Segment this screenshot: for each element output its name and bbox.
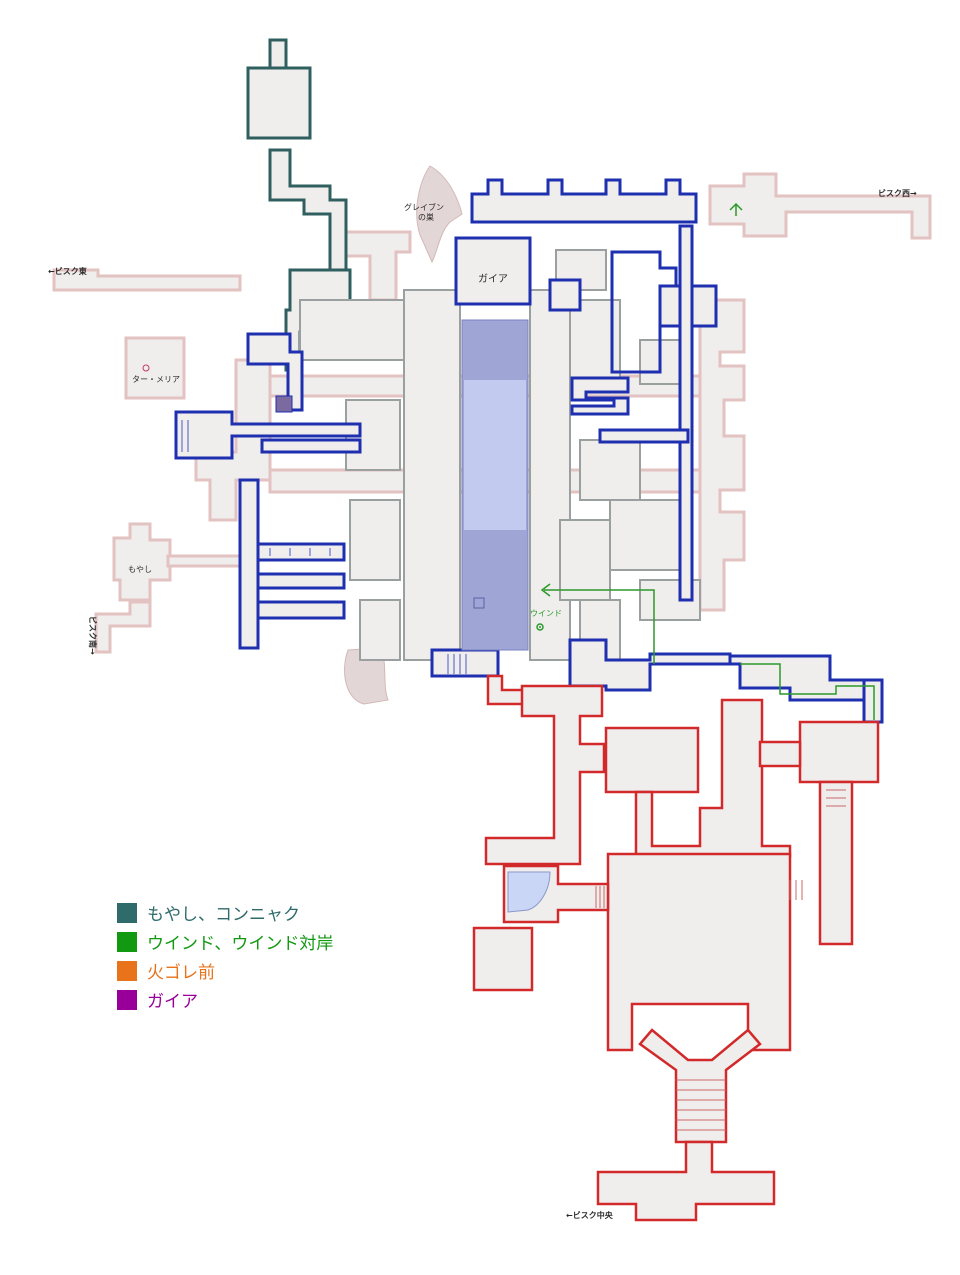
north-tower-top xyxy=(268,38,288,72)
east-corridor xyxy=(52,268,242,292)
great-hall xyxy=(461,319,529,651)
right-faded-wing xyxy=(698,298,746,612)
north-arrow xyxy=(729,202,743,216)
west-ladder-1 xyxy=(256,542,346,562)
blue-rooms xyxy=(174,178,884,724)
east-link xyxy=(598,428,690,444)
terrain xyxy=(344,165,463,705)
east-exit-label: ←ビスク東 xyxy=(48,266,87,276)
maze-block-10 xyxy=(359,599,401,661)
central-exit-label: ←ビスク中央 xyxy=(566,1210,614,1220)
west-ladder-2 xyxy=(256,572,346,590)
legend-item-gaia: ガイア xyxy=(117,985,333,1014)
gaia-side-room xyxy=(548,278,582,312)
target-circle-dot xyxy=(539,626,541,628)
maze-block-6 xyxy=(579,439,641,501)
wind-route-path xyxy=(544,589,655,664)
west-corridor xyxy=(708,172,932,240)
west-exit-label: ビスク西→ xyxy=(878,188,917,198)
legend-swatch xyxy=(117,989,137,1010)
south-entry xyxy=(486,674,526,706)
south-stair-room xyxy=(430,648,500,678)
purple-room-marker xyxy=(275,395,293,413)
south-long-hall xyxy=(484,684,606,866)
legend-item-moyashi: もやし、コンニャク xyxy=(117,898,333,927)
griffin-nest-label-2: の巣 xyxy=(418,212,434,222)
moyashi-room xyxy=(112,522,172,602)
maze-block-1 xyxy=(299,299,411,361)
south-gate xyxy=(596,1140,776,1222)
legend-swatch xyxy=(117,960,137,981)
east-stair-link xyxy=(758,740,802,768)
central-maze xyxy=(299,249,701,661)
s-passage xyxy=(570,376,630,416)
wind-route-east xyxy=(740,663,875,720)
north-complex xyxy=(246,38,352,372)
forked-stair xyxy=(638,1028,762,1144)
stair-hatching xyxy=(595,789,846,1131)
west-stair-block xyxy=(174,410,362,460)
tar-meria-room xyxy=(124,336,186,400)
legend-swatch xyxy=(117,902,137,923)
maze-block-8 xyxy=(559,519,611,601)
legend-label: ウインド、ウインド対岸 xyxy=(147,934,334,954)
griffin-nest-area xyxy=(416,165,463,264)
west-column xyxy=(238,478,260,650)
maze-block-3 xyxy=(403,289,461,661)
legend-item-higore: 火ゴレ前 xyxy=(117,956,333,985)
lake-water xyxy=(507,871,551,913)
north-passage xyxy=(268,148,348,278)
great-hall-marker xyxy=(473,597,485,609)
far-east-column xyxy=(818,780,854,946)
legend-swatch xyxy=(117,931,137,952)
south-west-room xyxy=(472,926,534,992)
target-circle-icon xyxy=(536,623,544,631)
moyashi-link xyxy=(166,554,248,568)
great-chamber xyxy=(606,852,792,1052)
north-long-corridor xyxy=(470,178,698,224)
south-complex xyxy=(472,674,880,1222)
wind-route-arrow xyxy=(540,583,551,597)
wind-route xyxy=(540,202,875,720)
legend-label: 火ゴレ前 xyxy=(147,963,215,983)
legend-label: ガイア xyxy=(147,992,198,1012)
south-upper-room xyxy=(604,726,700,794)
griffin-nest-label-1: グレイブン xyxy=(404,202,444,212)
gaia-room-label: ガイア xyxy=(478,273,508,285)
south-exit-label: ビスク南→ xyxy=(88,616,98,655)
route-legend: もやし、コンニャク ウインド、ウインド対岸 火ゴレ前 ガイア xyxy=(117,898,333,1014)
blue-stair-hatching xyxy=(181,420,467,674)
legend-label: もやし、コンニャク xyxy=(147,905,300,925)
east-spine xyxy=(678,224,694,602)
maze-block-7 xyxy=(609,499,691,571)
far-east-riser xyxy=(862,678,884,724)
south-exit-corridor xyxy=(94,600,152,654)
west-upper-room xyxy=(246,332,304,412)
west-ladder-3 xyxy=(256,600,346,620)
south-east-link xyxy=(568,638,732,692)
wind-point-label: ウインド xyxy=(530,609,562,618)
maze-block-4 xyxy=(529,289,571,661)
far-east-room xyxy=(798,720,880,784)
far-east-link xyxy=(728,654,870,702)
legend-item-wind: ウインド、ウインド対岸 xyxy=(117,927,333,956)
small-circle-icon xyxy=(142,364,150,372)
tar-meria-label: ター・メリア xyxy=(132,375,180,384)
great-hall-mid xyxy=(464,380,526,530)
moyashi-room-label: もやし xyxy=(128,565,152,574)
maze-block-9 xyxy=(349,499,401,581)
gaia-room xyxy=(454,236,532,306)
north-tower-room xyxy=(246,66,312,140)
west-connector xyxy=(260,438,362,454)
